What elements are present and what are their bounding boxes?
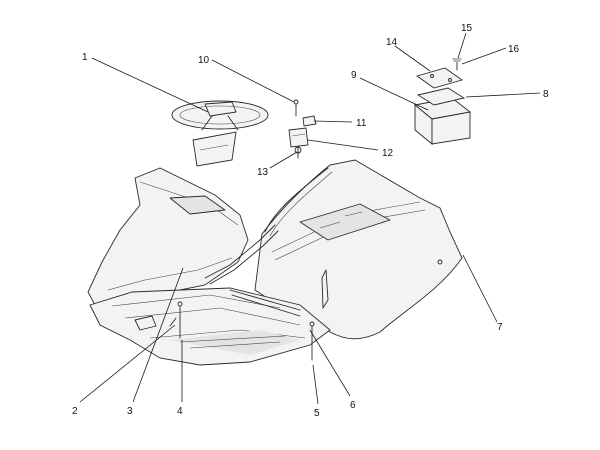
callout-15: 15 (461, 23, 473, 34)
side-rails (169, 224, 315, 361)
callout-11: 11 (356, 118, 367, 129)
callout-7: 7 (497, 322, 503, 333)
callout-3: 3 (127, 406, 133, 417)
callout-12: 12 (382, 148, 394, 159)
front-hood (87, 167, 249, 306)
callout-4: 4 (177, 406, 183, 417)
callout-13: 13 (257, 167, 269, 178)
steering-wheel (171, 100, 269, 167)
steering-hardware (288, 99, 317, 159)
leader-lines (79, 32, 541, 405)
callout-labels: 1 2 3 4 5 6 7 8 9 10 11 12 13 14 15 16 (72, 23, 549, 419)
callout-14: 14 (386, 37, 398, 48)
storage-box-assembly (413, 58, 472, 145)
callout-2: 2 (72, 406, 78, 417)
callout-1: 1 (82, 52, 88, 63)
rear-fender-body (254, 159, 463, 340)
callout-8: 8 (543, 89, 549, 100)
callout-5: 5 (314, 408, 320, 419)
callout-9: 9 (351, 70, 357, 81)
callout-10: 10 (198, 55, 210, 66)
callout-6: 6 (350, 400, 356, 411)
callout-16: 16 (508, 44, 520, 55)
